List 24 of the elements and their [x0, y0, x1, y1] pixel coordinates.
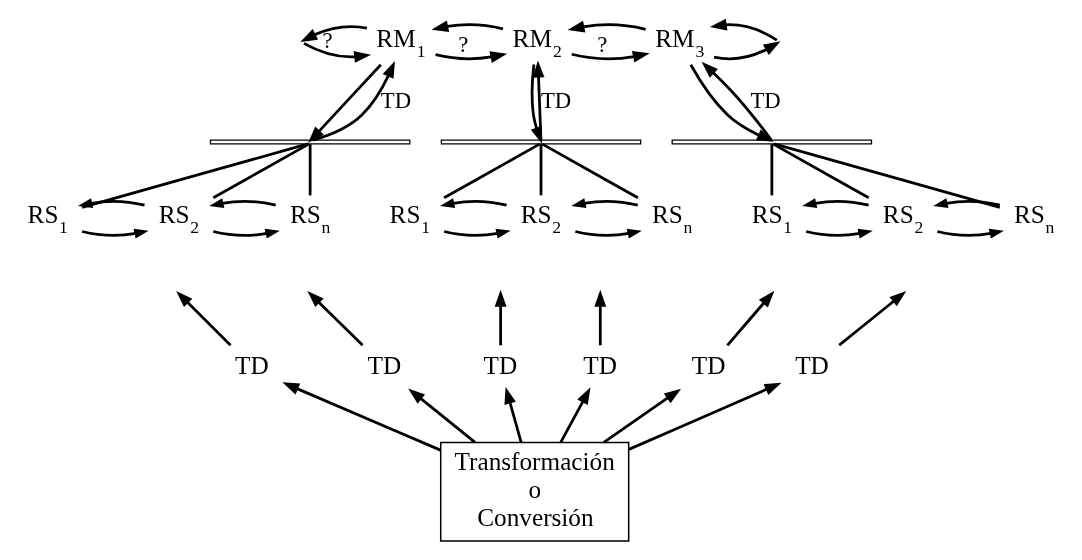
node-text: TD — [583, 352, 617, 380]
node-text: RS$_{1}$ — [27, 201, 68, 238]
node-text: RM$_{2}$ — [512, 24, 562, 61]
node-text: RS$_{1}$ — [751, 201, 793, 238]
node-text: TD — [235, 352, 269, 380]
node-text: RS$_{2}$ — [520, 201, 562, 238]
node-text: TD — [691, 352, 726, 380]
node-text: TD — [795, 352, 829, 380]
node-text: RS$_{2}$ — [882, 201, 924, 238]
node-text: RS$_{n}$ — [652, 201, 693, 238]
node-text: TD — [367, 352, 402, 380]
node-text: TD — [483, 352, 518, 380]
node-text: RM$_{1}$ — [376, 24, 426, 61]
node-text: RS$_{2}$ — [158, 201, 200, 238]
node-text: RS$_{n}$ — [1014, 201, 1055, 238]
edge-label: TD — [541, 87, 572, 113]
edge-label: TD — [380, 87, 412, 113]
edge-label: TD — [750, 87, 781, 113]
node-text: RM$_{3}$ — [655, 24, 705, 61]
edge-label: ? — [458, 31, 469, 57]
node-text: RS$_{n}$ — [289, 201, 331, 238]
edge-label: ? — [597, 31, 608, 57]
edge-label: ? — [322, 28, 333, 53]
node-text: RS$_{1}$ — [389, 201, 430, 238]
